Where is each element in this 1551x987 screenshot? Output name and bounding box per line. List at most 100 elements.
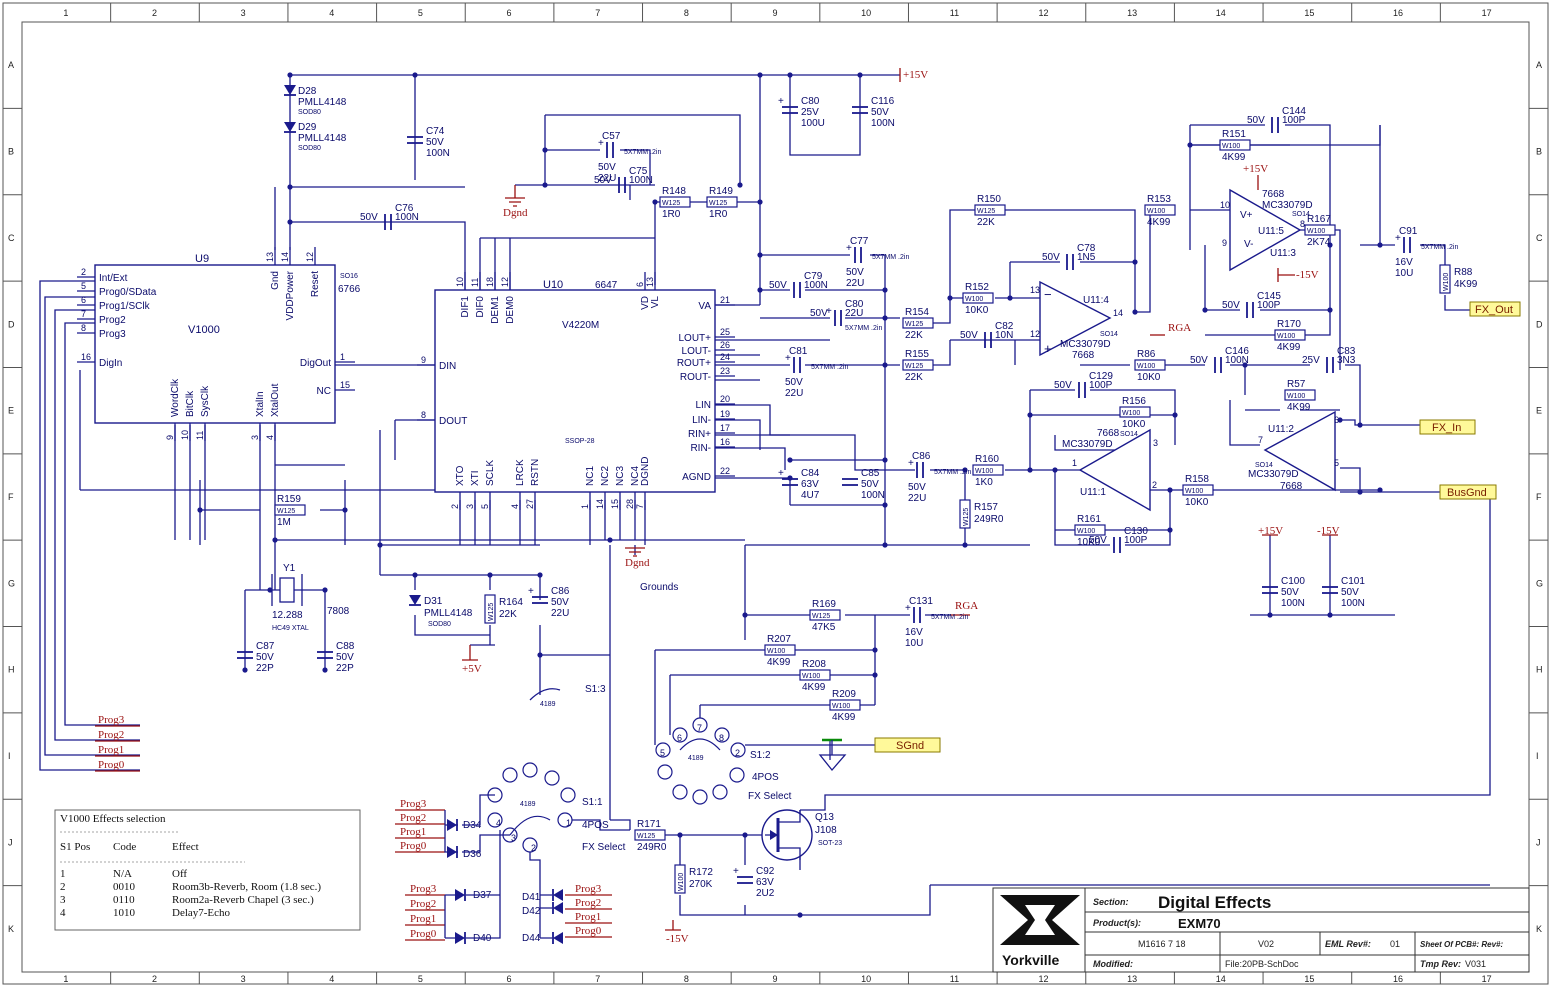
frame-inner — [21, 21, 1530, 973]
capacitor-ref: C85 — [861, 468, 880, 479]
resistor-value: 4K99 — [1147, 217, 1171, 228]
junction-dot — [1167, 527, 1173, 533]
pin-number: 6 — [635, 282, 645, 287]
prog-label-d34: Prog0 — [400, 840, 427, 852]
pin-label: XtalIn — [255, 391, 266, 417]
pin-number: 7 — [81, 309, 86, 319]
capacitor-rating: 50V — [1341, 587, 1359, 598]
switch-pin-number: 6 — [677, 733, 682, 743]
u11-2-pkg: SO14 — [1255, 462, 1273, 469]
resistor-body — [1182, 484, 1214, 496]
capacitor-package: 5X7MM .2in — [624, 149, 661, 156]
frame-row-right-I: I — [1536, 751, 1539, 761]
capacitor-rating: 50V — [960, 330, 978, 341]
label-rga-upper: RGA — [1168, 322, 1191, 334]
junction-dot — [1027, 467, 1033, 473]
capacitor-ref: C81 — [789, 346, 808, 357]
frame-col-bottom-2: 2 — [152, 974, 157, 984]
pin-number: 19 — [720, 409, 730, 419]
resistor-body-code: W100 — [1443, 273, 1450, 291]
capacitor-value: 100P — [1124, 535, 1148, 546]
pin-number: 5 — [480, 504, 490, 509]
capacitor-polarity: + — [778, 96, 784, 107]
capacitor-value: 100P — [1282, 115, 1306, 126]
version: V02 — [1258, 939, 1274, 949]
resistor-ref: R171 — [637, 819, 661, 830]
modified-label: Modified: — [1093, 959, 1133, 969]
capacitor-polarity: + — [778, 468, 784, 479]
capacitor-value: 22P — [256, 663, 274, 674]
pin-number: 24 — [720, 352, 730, 362]
frame-col-top-1: 1 — [63, 8, 68, 18]
resistor-ref: R152 — [965, 282, 989, 293]
pin-number: 1 — [340, 352, 345, 362]
resistor-body — [1274, 329, 1306, 341]
pin-number: 20 — [720, 394, 730, 404]
pin-label: Gnd — [270, 271, 281, 290]
u11-3-triangle — [1229, 188, 1302, 272]
frame-col-top-6: 6 — [507, 8, 512, 18]
diode-triangle — [409, 595, 421, 605]
pin-label: Reset — [310, 271, 321, 297]
s1-1-switch — [487, 762, 576, 853]
frame-col-top-9: 9 — [773, 8, 778, 18]
u11-4-pin12: 12 — [1030, 329, 1040, 339]
label-m15-bottom: -15V — [666, 933, 689, 945]
frame-col-bottom-14: 14 — [1216, 974, 1226, 984]
d28-pkg: SOD80 — [298, 109, 321, 116]
junction-dot — [1327, 242, 1333, 248]
pin-label: DGND — [640, 457, 651, 486]
u11-2-ref: U11:2 — [1268, 424, 1294, 435]
frame-row-left-I: I — [8, 751, 11, 761]
resistor-body-code: W125 — [277, 508, 295, 515]
resistor-body-code: W125 — [812, 613, 830, 620]
resistor-ref: R164 — [499, 597, 523, 608]
d31-pkg: SOD80 — [428, 621, 451, 628]
u10-pkg: SSOP-28 — [565, 438, 595, 445]
diode-triangle — [455, 932, 465, 944]
resistor-ref: R157 — [974, 502, 998, 513]
resistor-body-code: W100 — [1185, 488, 1203, 495]
pin-label: NC3 — [615, 466, 626, 486]
junction-dot — [757, 252, 763, 258]
effects-row-code: 0010 — [113, 881, 136, 893]
capacitor-rating: 25V — [801, 107, 819, 118]
u11-3-pin9: 9 — [1222, 238, 1227, 248]
pin-number: 28 — [625, 499, 635, 509]
resistor-ref: R169 — [812, 599, 836, 610]
switch-pin-number: 2 — [735, 748, 740, 758]
capacitor-rating: 50V — [846, 267, 864, 278]
resistor-value: 1M — [277, 517, 291, 528]
capacitor-ref: C101 — [1341, 576, 1365, 587]
junction-dot — [677, 832, 683, 838]
frame-row-left-D: D — [8, 319, 15, 329]
frame-row-left-H: H — [8, 665, 15, 675]
capacitor-value: 100P — [1089, 380, 1113, 391]
resistor-body — [764, 644, 796, 656]
resistor-body — [962, 292, 994, 304]
pin-label: DigIn — [99, 358, 122, 369]
capacitor-ref: C86 — [551, 586, 570, 597]
u11-4-triangle — [1039, 280, 1112, 357]
resistor-body — [1284, 389, 1316, 401]
frame-row-left-A: A — [8, 60, 14, 70]
pin-label: LOUT+ — [678, 333, 711, 344]
resistor-value: 10K0 — [1122, 419, 1146, 430]
pin-number: 4 — [265, 435, 275, 440]
capacitor-rating: 50V — [769, 280, 787, 291]
d29-ref: D29 — [298, 122, 317, 133]
effects-row-effect: Room3b-Reverb, Room (1.8 sec.) — [172, 881, 321, 893]
capacitor-ref: C76 — [395, 203, 414, 214]
resistor-body — [1144, 204, 1176, 216]
pin-number: 2 — [450, 504, 460, 509]
pin-number: 16 — [81, 352, 91, 362]
